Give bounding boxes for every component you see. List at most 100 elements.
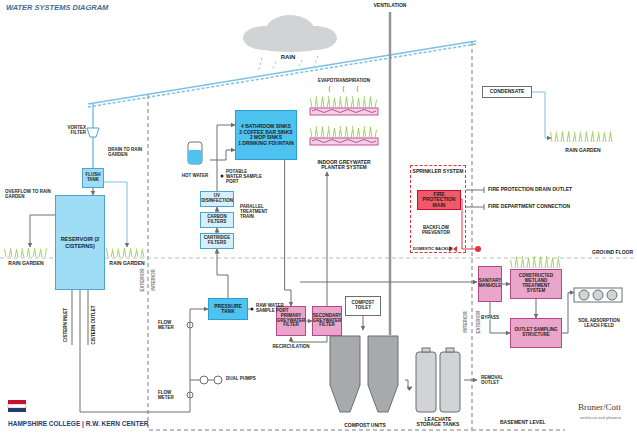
grass [575,132,577,142]
grass [321,127,323,138]
annotation: VORTEX FILTER [56,126,86,136]
college-logo [8,404,26,408]
grass [347,127,349,138]
annotation: architects and planners [580,416,621,421]
node-text: OUTLET SAMPLING STRUCTURE [513,328,560,338]
pipe [466,187,484,193]
grass [511,260,513,268]
grass [529,258,531,268]
grass [327,130,329,138]
rain-drops [272,62,276,70]
rain-drops [298,60,302,68]
grass [9,250,11,257]
grass [357,128,359,138]
grass [539,257,541,268]
annotation: FIRE PROTECTION DRAIN OUTLET [488,187,572,193]
annotation: DOMESTIC BACKUP [413,247,452,251]
filter-box: SECONDARY GREYWATER FILTER [312,306,342,336]
annotation: VENTILATION [374,3,407,9]
grass [17,249,19,257]
building-wall [472,429,565,431]
grass [557,135,559,142]
pipe-connector [80,290,208,412]
grass [317,130,319,138]
grass [371,97,373,108]
grass [359,128,361,138]
fire-line [460,199,475,249]
grass [333,98,335,108]
grass [111,251,113,257]
leach-field [579,290,589,300]
fire-line [460,199,475,249]
ventilation-pipe [390,12,391,335]
grass [603,132,605,142]
grass [137,249,139,257]
leachate-tank [446,348,454,352]
annotation: PARALLEL TREATMENT TRAIN [240,205,280,220]
planter-tray [310,108,378,145]
leach-field [574,288,622,302]
leach-field [593,290,603,300]
evapotranspiration-arrow [329,86,358,92]
grass [353,126,355,138]
annotation: HAMPSHIRE COLLEGE | R.W. KERN CENTER [8,420,149,427]
compost-unit [330,336,398,412]
node-text: SANITARY MANHOLE [479,279,502,289]
pipe [464,380,477,381]
treatment-box: UV DISINFECTION [200,191,234,207]
grass [533,256,535,268]
manhole-box: SANITARY MANHOLE [478,266,502,302]
leach-field [574,288,622,302]
grass [345,97,347,108]
pipe-connector [210,150,235,160]
grass [579,132,581,142]
pipe [88,290,89,345]
pressure-tank: PRESSURE TANK [208,298,248,320]
grass [557,256,559,268]
node-text: PRIMARY GREYWATER FILTER [277,314,306,329]
grass [599,132,601,142]
pipe [30,92,551,380]
college-logo [8,400,26,404]
leachate-tank [416,352,436,412]
roof [88,41,476,104]
grass [35,248,37,257]
grass [39,250,41,257]
grass [123,248,125,257]
grass [375,100,377,108]
node-text: UV DISINFECTION [201,194,233,204]
grass [369,97,371,108]
rotated-label: EXTERIOR [477,310,482,333]
system-region: SPRINKLER SYSTEMFIRE PROTECTION MAIN [410,165,466,253]
reservoir-tank: RESERVOIR (2 CISTERNS) [55,195,105,290]
fixture-box: 4 BATHROOM SINKS2 COFFEE BAR SINKS2 MOP … [235,110,297,160]
pipe-connector [536,299,537,318]
grass [129,250,131,257]
grass [605,134,607,142]
grass [357,98,359,108]
grass [5,96,613,268]
grass [527,258,529,268]
grass [535,260,537,268]
cloud [243,15,337,52]
treatment-box: CARTRIDGE FILTERS [200,233,234,249]
tank-box: FLUSH TANK [82,168,104,188]
annotation: FIRE DEPARTMENT CONNECTION [488,204,570,210]
pipe [104,182,127,247]
node-text: CONDENSATE [490,89,525,95]
hot-water-tank [188,150,202,164]
roof [88,41,476,168]
grass [553,258,555,268]
node-text: SPRINKLER SYSTEM [413,169,464,175]
grass [329,96,331,108]
node-text: SOIL ABSORPTION LEACH FIELD [576,319,623,329]
node-text: 1 DRINKING FOUNTAIN [238,141,294,147]
hot-water-tank [188,142,202,164]
node-text: CARTRIDGE FILTERS [203,236,232,246]
college-logo [8,400,26,412]
pipe [531,92,551,138]
rotated-label: EXTERIOR [141,268,146,291]
cloud [248,32,332,52]
node-text: RESERVOIR (2 CISTERNS) [58,236,103,248]
annotation: RAIN GARDEN [565,148,600,154]
